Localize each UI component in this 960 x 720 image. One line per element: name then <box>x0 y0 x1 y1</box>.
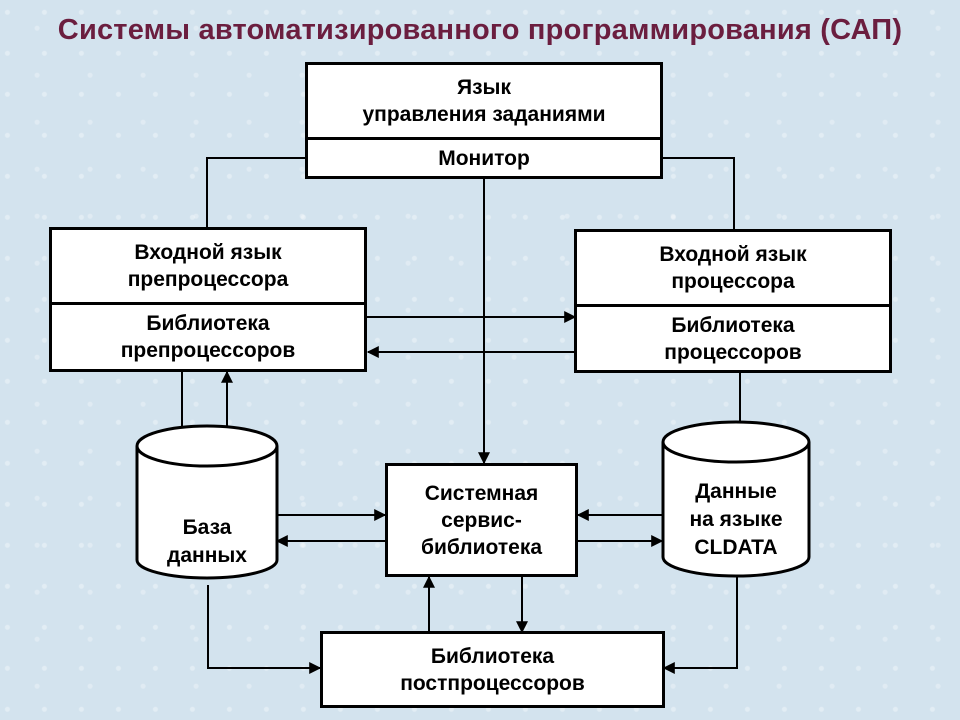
cldata-label: Данные на языке CLDATA <box>689 480 783 559</box>
preprocessor-input-language: Входной язык препроцессора <box>127 241 289 291</box>
cldata-cylinder <box>661 420 811 578</box>
system-service-library: Системная сервис- библиотека <box>385 463 578 577</box>
processor-box: Входной язык процессора Библиотека проце… <box>574 229 892 373</box>
processor-input-language: Входной язык процессора <box>659 243 807 293</box>
postprocessor-library: Библиотека постпроцессоров <box>320 631 665 708</box>
monitor: Монитор <box>308 137 660 176</box>
page-title: Системы автоматизированного программиров… <box>57 14 903 46</box>
database-cylinder <box>135 424 279 580</box>
processor-library: Библиотека процессоров <box>577 304 889 370</box>
job-control-language: Язык управления заданиями <box>362 76 606 126</box>
job-control-box: Язык управления заданиями Монитор <box>305 62 663 179</box>
database-label: База данных <box>167 516 247 567</box>
preprocessor-library: Библиотека препроцессоров <box>52 302 364 369</box>
preprocessor-box: Входной язык препроцессора Библиотека пр… <box>49 227 367 372</box>
